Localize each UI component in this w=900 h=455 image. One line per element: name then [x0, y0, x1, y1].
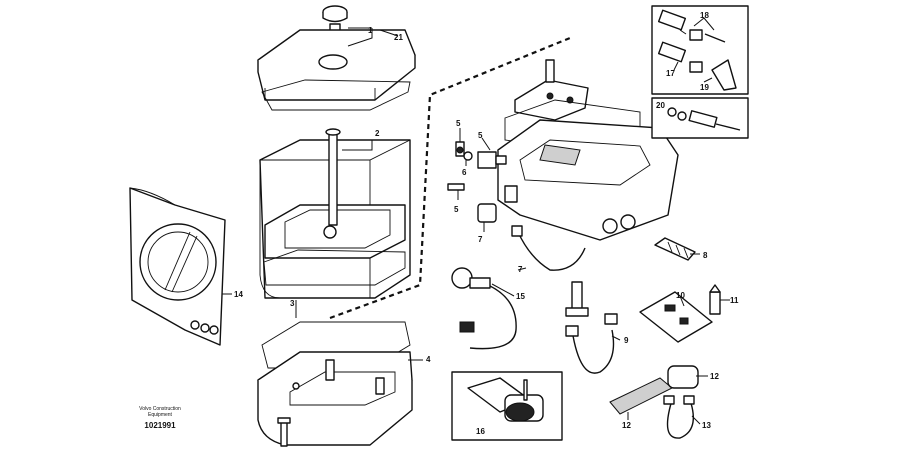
cover-plate [514, 59, 589, 121]
bolt [277, 417, 291, 447]
callout-2: 2 [375, 129, 380, 138]
drawing-number: 1021991 [144, 421, 176, 430]
callout-5-right: 5 [478, 131, 483, 140]
callout-labels: 1 21 2 3 4 14 5 5 6 5 7 7 8 15 9 10 11 1… [234, 11, 739, 436]
callout-18: 18 [700, 11, 709, 20]
fitting-17 [657, 41, 703, 73]
callout-13: 13 [702, 421, 711, 430]
callout-9: 9 [624, 336, 629, 345]
sensor-5-right [477, 151, 507, 169]
callout-12-lower: 12 [622, 421, 631, 430]
harness-7 [517, 231, 586, 271]
fitting-18 [657, 9, 726, 43]
sensor-5-lower [447, 183, 465, 191]
sensor-5-upper [455, 141, 465, 157]
circuit-board [639, 291, 713, 343]
assembly-boundary-line [329, 36, 571, 320]
callout-12-right: 12 [710, 372, 719, 381]
callout-5-lower: 5 [454, 205, 459, 214]
fitting-20 [667, 107, 741, 131]
protective-bag [129, 187, 226, 346]
fitting-6 [463, 151, 473, 161]
callout-6: 6 [462, 168, 467, 177]
callout-7-upper: 7 [478, 235, 483, 244]
wire-13 [663, 395, 695, 439]
tray-gasket [261, 321, 411, 369]
reservoir-base [257, 351, 413, 446]
lid-gasket [261, 79, 411, 111]
fitting-19 [711, 59, 737, 91]
pump-shaft-12 [609, 365, 699, 415]
harness-7-connector [511, 225, 523, 237]
pump-motor [467, 377, 544, 422]
sensor-cable-15 [451, 267, 517, 350]
publisher-block: Volvo Construction Equipment 1021991 [139, 406, 181, 430]
callout-21: 21 [394, 33, 403, 42]
callout-4: 4 [426, 355, 431, 364]
valve-housing [497, 119, 679, 241]
callout-7-lower: 7 [518, 265, 523, 274]
reservoir-lid [257, 29, 416, 101]
callout-19: 19 [700, 83, 709, 92]
tank-gasket [263, 249, 406, 286]
callout-3: 3 [290, 299, 295, 308]
callout-5-upper: 5 [456, 119, 461, 128]
callout-11: 11 [730, 296, 739, 305]
hose-nipple [654, 237, 696, 261]
callout-16: 16 [476, 427, 485, 436]
publisher-line-1: Volvo Construction [139, 406, 181, 412]
callout-1: 1 [368, 26, 373, 35]
spark-plug-11 [709, 284, 721, 315]
callout-8: 8 [703, 251, 708, 260]
callout-17: 17 [666, 69, 675, 78]
plug-7 [477, 203, 497, 223]
sensor-cable-9 [565, 281, 618, 374]
publisher-line-2: Equipment [148, 412, 173, 418]
callout-20: 20 [656, 101, 665, 110]
callout-14: 14 [234, 290, 243, 299]
reservoir-tank [259, 128, 411, 299]
callout-15: 15 [516, 292, 525, 301]
callout-10: 10 [676, 291, 685, 300]
leader-lines [222, 17, 730, 425]
